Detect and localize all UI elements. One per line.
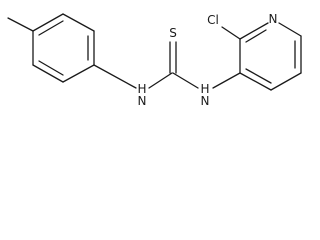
atom-nh-right-h: H <box>200 82 209 96</box>
bond-ring2-f <box>239 72 272 91</box>
bond-ring1-b <box>62 13 95 32</box>
bond-nh-c <box>148 72 173 89</box>
bond-nh-pyridine <box>212 72 241 89</box>
atom-sulfur: S <box>169 26 177 40</box>
bond-ring1-d <box>62 64 95 83</box>
chemical-structure: H N S H N N Cl <box>7 12 302 108</box>
atom-nh-left-n: N <box>138 94 147 108</box>
bond-ring2-c <box>278 22 302 37</box>
atom-pyridine-n: N <box>269 12 278 26</box>
bond-ring2-b <box>239 22 269 40</box>
atom-nh-right-n: N <box>201 94 210 108</box>
bond-methyl <box>7 17 34 32</box>
bond-c-cl <box>221 26 241 40</box>
bond-ring1-e <box>32 64 64 83</box>
bond-ring1-inner-1 <box>38 20 64 36</box>
bond-c-nh <box>172 72 199 89</box>
bond-ring2-inner-3 <box>245 68 272 84</box>
structure-canvas: H N S H N N Cl <box>0 0 320 108</box>
bond-ring2-inner-1 <box>245 29 267 43</box>
bond-aryl-nh <box>93 64 137 89</box>
bond-ring1-a <box>32 13 64 32</box>
bond-ring2-e <box>270 72 302 91</box>
atom-nh-left-h: H <box>137 82 146 96</box>
atom-chlorine: Cl <box>207 13 219 27</box>
bond-ring1-inner-3 <box>38 60 64 76</box>
